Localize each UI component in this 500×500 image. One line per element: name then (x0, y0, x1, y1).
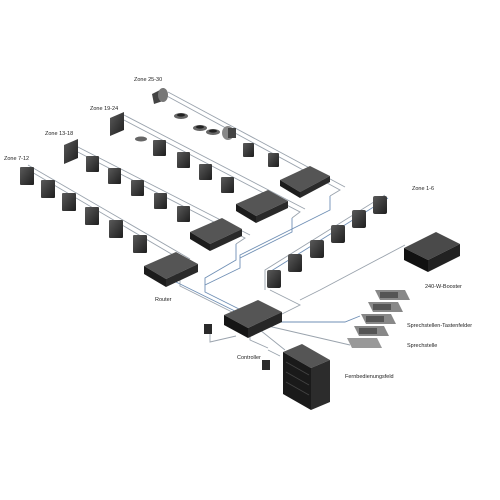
speaker-icon (62, 193, 76, 211)
station-label: Sprechstelle (407, 343, 437, 349)
remote-control-panel (283, 344, 330, 410)
speaker-icon (373, 196, 387, 214)
zone-1-6-label: Zone 1-6 (412, 186, 434, 192)
power-supply-icon (262, 360, 270, 370)
speaker-icon (154, 193, 167, 209)
keypad-label: Sprechstellen-Tastenfelder (407, 323, 472, 329)
router-label: Router (155, 297, 172, 303)
zone-7-12-group (20, 167, 198, 287)
zone-19-24-label: Zone 19-24 (90, 106, 118, 112)
speaker-icon (267, 270, 281, 288)
speaker-icon (131, 180, 144, 196)
ceiling-speaker-icon (193, 125, 207, 131)
zone-19-24-group (110, 112, 288, 223)
horn-speaker-icon (222, 126, 236, 140)
ceiling-speaker-icon (206, 129, 220, 135)
keypad-panels (347, 290, 410, 348)
speaker-icon (86, 156, 99, 172)
zone-7-12-label: Zone 7-12 (4, 156, 29, 162)
speaker-icon (153, 140, 166, 156)
speaker-icon (243, 143, 254, 157)
speaker-icon (85, 207, 99, 225)
booster-label: 240-W-Booster (425, 284, 462, 290)
ceiling-speaker-icon (174, 113, 188, 119)
speaker-icon (177, 206, 190, 222)
controller-device (224, 300, 282, 338)
speaker-icon (177, 152, 190, 168)
zone-13-18-group (64, 139, 242, 251)
wall-speaker-icon (64, 139, 78, 164)
controller-label: Controller (237, 355, 261, 361)
zone-1-6-group (267, 196, 387, 288)
speaker-icon (133, 235, 147, 253)
speaker-icon (310, 240, 324, 258)
speaker-icon (108, 168, 121, 184)
speaker-icon (109, 220, 123, 238)
speaker-icon (331, 225, 345, 243)
router-device (236, 190, 288, 223)
zone-25-30-group (152, 88, 330, 198)
booster-amplifier (404, 232, 460, 272)
remote-panel-label: Fernbedienungsfeld (345, 374, 394, 380)
router-device (144, 252, 198, 287)
router-device (190, 218, 242, 251)
speaker-icon (199, 164, 212, 180)
ceiling-speaker-icon (135, 136, 147, 142)
zone-25-30-label: Zone 25-30 (134, 77, 162, 83)
horn-speaker-icon (152, 88, 168, 104)
zone-13-18-label: Zone 13-18 (45, 131, 73, 137)
speaker-icon (288, 254, 302, 272)
power-supply-icon (204, 324, 212, 334)
speaker-icon (221, 177, 234, 193)
speaker-icon (20, 167, 34, 185)
speaker-icon (268, 153, 279, 167)
wall-speaker-icon (110, 112, 124, 136)
speaker-icon (41, 180, 55, 198)
router-device (280, 166, 330, 198)
speaker-icon (352, 210, 366, 228)
